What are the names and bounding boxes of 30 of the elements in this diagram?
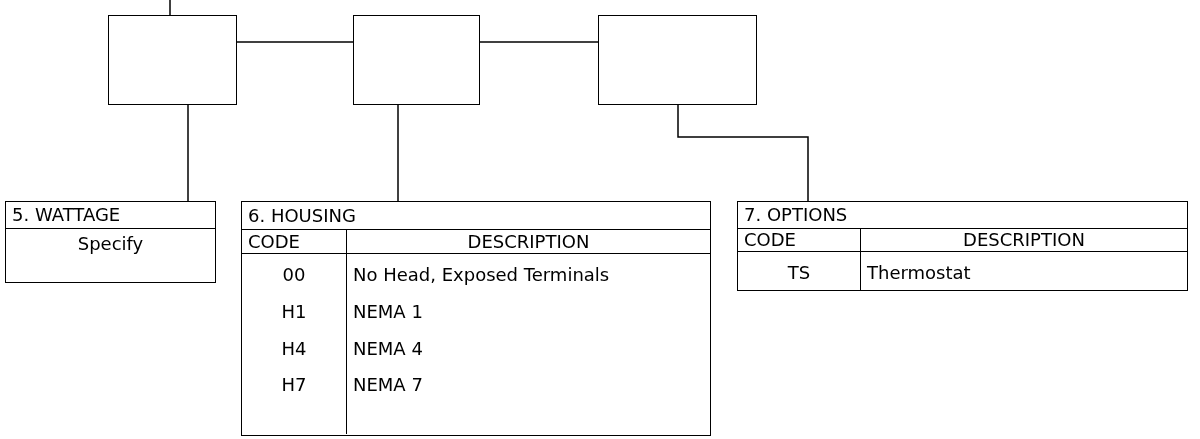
option-table (241, 201, 711, 436)
connector-line (187, 104, 189, 202)
table-title: 5. WATTAGE (12, 204, 121, 225)
description-text: NEMA 7 (353, 374, 423, 396)
column-header: CODE (744, 229, 796, 250)
option-table (737, 201, 1188, 291)
connector-line (236, 41, 354, 43)
code-text: TS (787, 262, 811, 283)
description-text: No Head, Exposed Terminals (353, 264, 610, 286)
table-title: 6. HOUSING (248, 204, 356, 226)
description-text: Thermostat (867, 262, 971, 283)
table-title: 7. OPTIONS (744, 204, 848, 225)
code-text: 00 (282, 264, 306, 286)
column-header: DESCRIPTION (467, 230, 590, 252)
code-text: H4 (281, 337, 307, 359)
description-text: NEMA 1 (353, 301, 423, 323)
connector-line (677, 104, 809, 202)
code-box (108, 15, 237, 105)
code-box (598, 15, 757, 105)
value-text: Specify (77, 233, 144, 254)
code-text: H7 (281, 374, 307, 396)
code-box (353, 15, 480, 105)
code-text: H1 (281, 301, 307, 323)
description-text: NEMA 4 (353, 337, 423, 359)
connector-line (397, 104, 399, 202)
column-header: DESCRIPTION (963, 229, 1085, 250)
option-table (5, 201, 216, 283)
connector-line (169, 0, 171, 16)
column-header: CODE (248, 230, 300, 252)
connector-line (479, 41, 599, 43)
